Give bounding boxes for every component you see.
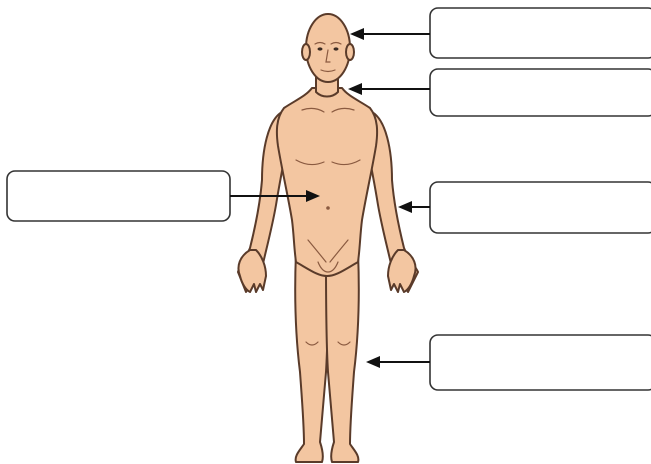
- right-ear: [346, 44, 354, 60]
- label-box-torso[interactable]: [7, 171, 230, 221]
- arrow-head-pointer: [350, 28, 430, 40]
- label-box-arm[interactable]: [430, 182, 651, 233]
- arrow-neck-pointer: [348, 83, 430, 95]
- arrow-arm-pointer: [398, 201, 430, 213]
- left-leg: [295, 252, 330, 462]
- right-hand: [388, 250, 416, 292]
- label-box-head[interactable]: [430, 8, 651, 58]
- left-hand: [238, 250, 266, 292]
- label-box-neck[interactable]: [430, 69, 651, 116]
- torso: [277, 88, 377, 276]
- label-box-leg[interactable]: [430, 335, 651, 390]
- human-figure: [238, 14, 418, 462]
- left-ear: [302, 44, 310, 60]
- arrow-leg-pointer: [366, 356, 430, 368]
- right-leg: [326, 252, 359, 462]
